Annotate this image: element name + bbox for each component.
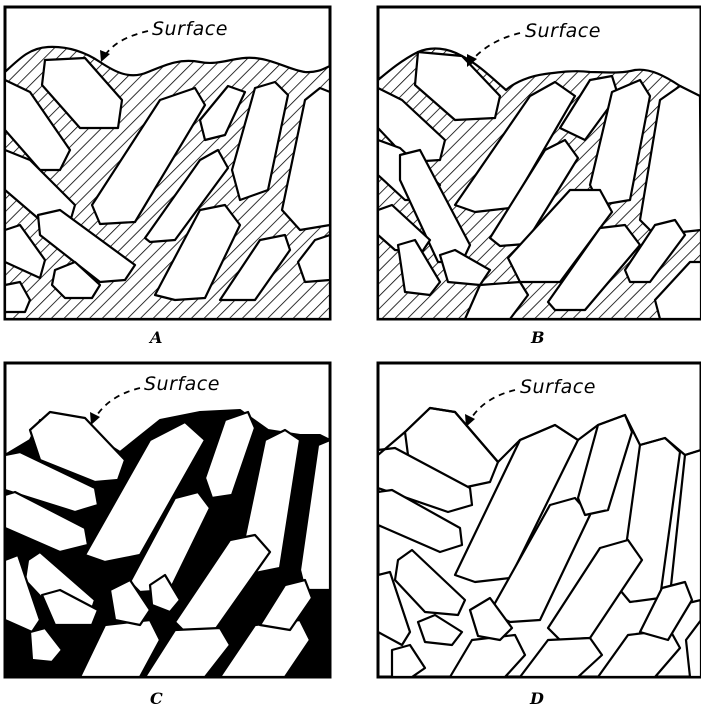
panel-d: Surface D <box>378 363 701 708</box>
panel-b-letter: B <box>530 328 545 347</box>
panel-d-surface-leader <box>470 390 515 420</box>
panel-a-surface-label: Surface <box>152 18 228 40</box>
panel-b: Surface B <box>378 7 701 347</box>
panel-a-letter: A <box>148 328 162 347</box>
panel-d-letter: D <box>529 689 544 708</box>
panel-c-leader-arrowhead <box>90 412 100 425</box>
panel-d-grains <box>378 408 701 677</box>
panel-c-surface-leader <box>95 388 140 418</box>
panel-b-surface-leader <box>472 33 520 60</box>
panel-c: Surface C <box>5 363 330 708</box>
panel-c-letter: C <box>150 689 163 708</box>
panel-b-surface-label: Surface <box>525 20 601 42</box>
panel-d-surface-label: Surface <box>520 376 596 398</box>
panel-d-leader-arrowhead <box>465 414 475 427</box>
panel-a-surface-leader <box>105 31 148 55</box>
panel-c-surface-label: Surface <box>144 373 220 395</box>
panel-a: Surface A <box>5 7 330 347</box>
